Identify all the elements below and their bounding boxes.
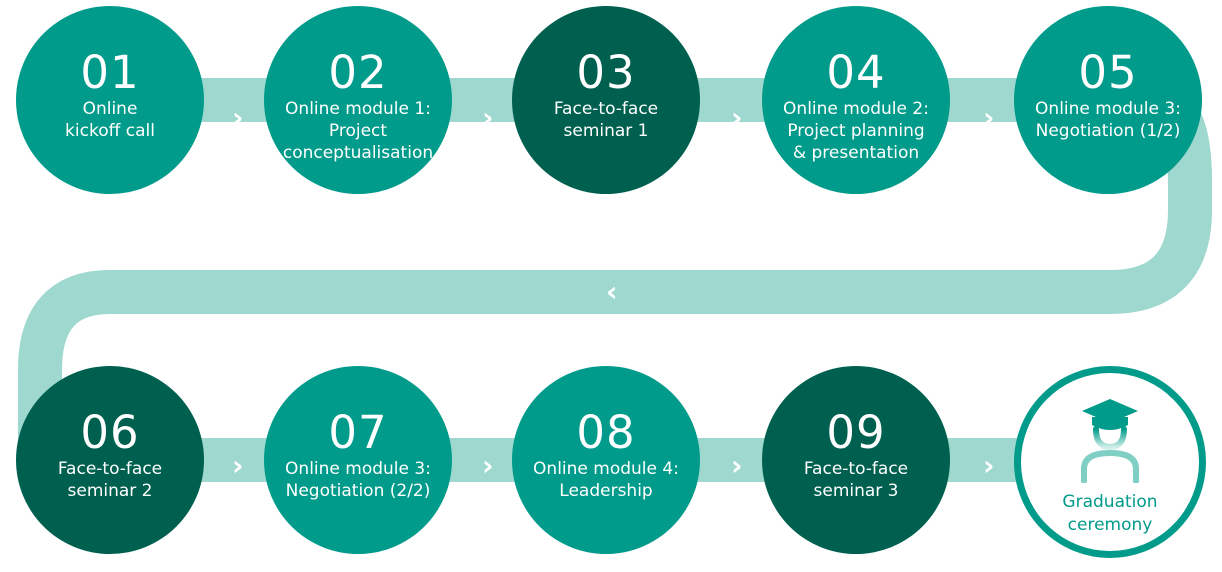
arrow-back: ‹: [606, 275, 618, 308]
step-number: 08: [576, 406, 636, 459]
step-6: 06 Face-to-face seminar 2: [16, 366, 204, 554]
arrow-forward-2: ›: [482, 101, 494, 134]
step-3: 03 Face-to-face seminar 1: [512, 6, 700, 194]
arrow-forward-5: ›: [232, 449, 244, 482]
step-number: 03: [576, 46, 636, 99]
arrow-forward-7: ›: [731, 449, 743, 482]
step-7: 07 Online module 3: Negotiation (2/2): [264, 366, 452, 554]
arrow-forward-4: ›: [983, 101, 995, 134]
step-label: Online module 3: Negotiation (2/2): [285, 459, 431, 501]
step-number: 09: [826, 406, 886, 459]
step-number: 07: [328, 406, 388, 459]
step-label: Face-to-face seminar 1: [553, 99, 659, 141]
arrow-forward-6: ›: [482, 449, 494, 482]
graduate-icon: [1081, 399, 1139, 483]
step-number: 06: [80, 406, 140, 459]
step-9: 09 Face-to-face seminar 3: [762, 366, 950, 554]
step-number: 04: [826, 46, 886, 99]
step-label: Online module 2: Project planning & pres…: [783, 99, 929, 163]
step-1: 01 Online kickoff call: [16, 6, 204, 194]
step-8: 08 Online module 4: Leadership: [512, 366, 700, 554]
step-label: Online module 1: Project conceptualisati…: [282, 99, 434, 163]
step-number: 05: [1078, 46, 1138, 99]
arrow-forward-8: ›: [983, 449, 995, 482]
step-label: Face-to-face seminar 2: [57, 459, 163, 501]
step-label: Online kickoff call: [65, 99, 155, 141]
step-5: 05 Online module 3: Negotiation (1/2): [1014, 6, 1202, 194]
step-label: Online module 4: Leadership: [533, 459, 679, 501]
graduation-label: Graduation ceremony: [1062, 492, 1158, 535]
step-label: Online module 3: Negotiation (1/2): [1035, 99, 1181, 141]
step-number: 02: [328, 46, 388, 99]
arrow-forward-1: ›: [232, 101, 244, 134]
step-number: 01: [80, 46, 140, 99]
graduation-step: Graduation ceremony: [1014, 366, 1206, 558]
arrow-forward-3: ›: [731, 101, 743, 134]
step-2: 02 Online module 1: Project conceptualis…: [264, 6, 452, 194]
step-4: 04 Online module 2: Project planning & p…: [762, 6, 950, 194]
step-label: Face-to-face seminar 3: [803, 459, 909, 501]
